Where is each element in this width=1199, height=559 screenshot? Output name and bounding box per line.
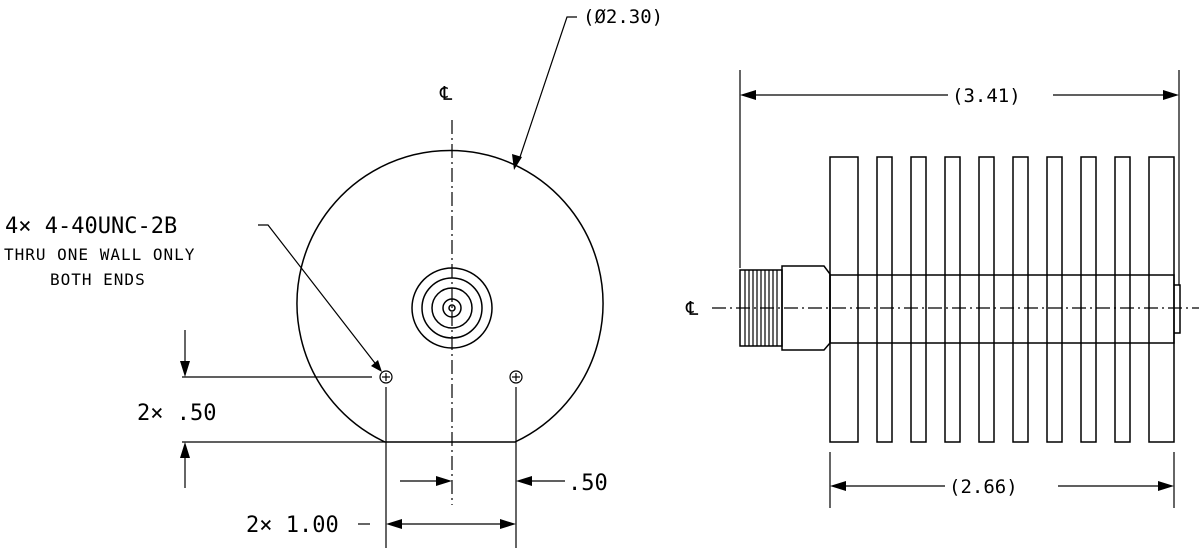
front-centerline-symbol: ℄ [439,83,453,105]
side-core [829,274,1175,344]
fin [1012,156,1029,443]
fin [1080,156,1097,443]
overall-length-dimension [740,90,1179,100]
front-connector [411,267,493,349]
front-body-outline [296,149,604,443]
hole-callout-line1: 4× 4-40UNC-2B [5,214,177,239]
horizontal-offset-label: .50 [568,471,608,496]
side-centerline-symbol: ℄ [685,298,699,320]
vertical-spacing-dimension [180,330,385,488]
fin [829,156,859,443]
fin [1114,156,1131,443]
hole-callout-line3: BOTH ENDS [50,270,146,289]
body-length-dimension [830,481,1174,491]
hole-callout-line2: THRU ONE WALL ONLY [4,245,195,264]
side-end-cap [1174,284,1181,334]
horizontal-spacing-label: 2× 1.00 [246,513,339,538]
horizontal-offset-dimension [400,476,565,486]
fin [1046,156,1063,443]
fin [910,156,927,443]
body-length-label: (2.66) [949,476,1018,498]
overall-length-label: (3.41) [952,85,1021,107]
fin [876,156,893,443]
front-view: ℄ (Ø2.30) 4× 4-40UNC-2B THRU ONE WALL ON… [4,6,663,548]
horizontal-spacing-dimension [358,519,516,529]
mounting-hole-right [509,370,523,384]
side-fins [829,156,1175,443]
fin [1148,156,1175,443]
hole-callout-leader [258,224,382,372]
vertical-spacing-label: 2× .50 [137,401,216,426]
fin [978,156,995,443]
diameter-leader [512,16,577,170]
mounting-hole-left [379,370,393,384]
diameter-dimension: (Ø2.30) [583,6,663,28]
fin [944,156,961,443]
side-view: (3.41) [685,70,1199,508]
